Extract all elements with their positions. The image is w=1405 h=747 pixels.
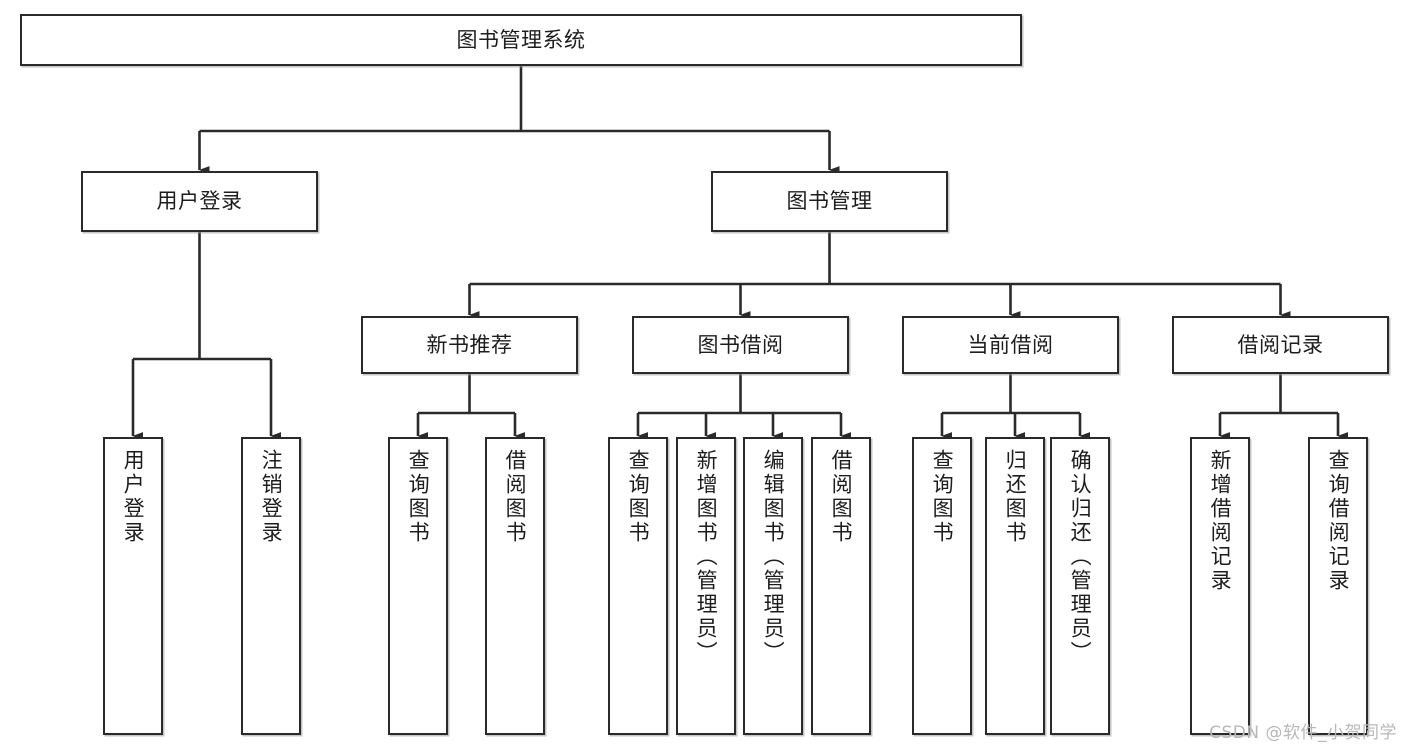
- node-leaf-cur-confirm-return[interactable]: 确认归还（管理员）: [1050, 437, 1110, 735]
- node-label: 新增图书（管理员）: [694, 449, 719, 665]
- node-user-login[interactable]: 用户登录: [81, 171, 318, 232]
- node-label: 查询图书: [626, 449, 651, 545]
- node-label: 新书推荐: [426, 332, 513, 357]
- node-label: 用户登录: [121, 449, 146, 545]
- node-leaf-borrow-borrow-book[interactable]: 借阅图书: [811, 437, 871, 735]
- connector-group: [131, 66, 1349, 440]
- node-label: 查询图书: [930, 449, 955, 545]
- node-book-borrow[interactable]: 图书借阅: [632, 316, 849, 374]
- node-root[interactable]: 图书管理系统: [20, 14, 1022, 66]
- node-label: 新增借阅记录: [1208, 449, 1233, 593]
- node-leaf-user-logout[interactable]: 注销登录: [241, 437, 301, 735]
- node-leaf-rec-query-record[interactable]: 查询借阅记录: [1308, 437, 1368, 735]
- node-leaf-borrow-edit-book[interactable]: 编辑图书（管理员）: [743, 437, 803, 735]
- node-label: 编辑图书（管理员）: [761, 449, 786, 665]
- node-label: 查询借阅记录: [1326, 449, 1351, 593]
- node-label: 确认归还（管理员）: [1068, 449, 1093, 665]
- node-leaf-rec-add-record[interactable]: 新增借阅记录: [1190, 437, 1250, 735]
- node-label: 借阅图书: [829, 449, 854, 545]
- node-book-manage[interactable]: 图书管理: [711, 171, 948, 232]
- node-label: 图书管理: [786, 189, 873, 214]
- node-leaf-user-login[interactable]: 用户登录: [103, 437, 163, 735]
- watermark-text: CSDN @软件_小贺同学: [1209, 723, 1397, 743]
- node-label: 图书管理系统: [456, 27, 586, 52]
- node-new-book-rec[interactable]: 新书推荐: [361, 316, 578, 374]
- node-leaf-borrow-query-book[interactable]: 查询图书: [608, 437, 668, 735]
- node-label: 归还图书: [1003, 449, 1028, 545]
- node-borrow-record[interactable]: 借阅记录: [1172, 316, 1389, 374]
- node-leaf-cur-return-book[interactable]: 归还图书: [985, 437, 1045, 735]
- node-leaf-cur-query-book[interactable]: 查询图书: [912, 437, 972, 735]
- node-leaf-rec-query-book[interactable]: 查询图书: [388, 437, 448, 735]
- node-current-borrow[interactable]: 当前借阅: [902, 316, 1119, 374]
- node-label: 借阅记录: [1237, 332, 1324, 357]
- node-leaf-borrow-add-book[interactable]: 新增图书（管理员）: [676, 437, 736, 735]
- node-label: 图书借阅: [697, 332, 784, 357]
- node-leaf-rec-borrow-book[interactable]: 借阅图书: [485, 437, 545, 735]
- node-label: 查询图书: [406, 449, 431, 545]
- node-label: 用户登录: [156, 189, 243, 214]
- node-label: 注销登录: [259, 449, 284, 545]
- node-label: 借阅图书: [503, 449, 528, 545]
- node-label: 当前借阅: [967, 332, 1054, 357]
